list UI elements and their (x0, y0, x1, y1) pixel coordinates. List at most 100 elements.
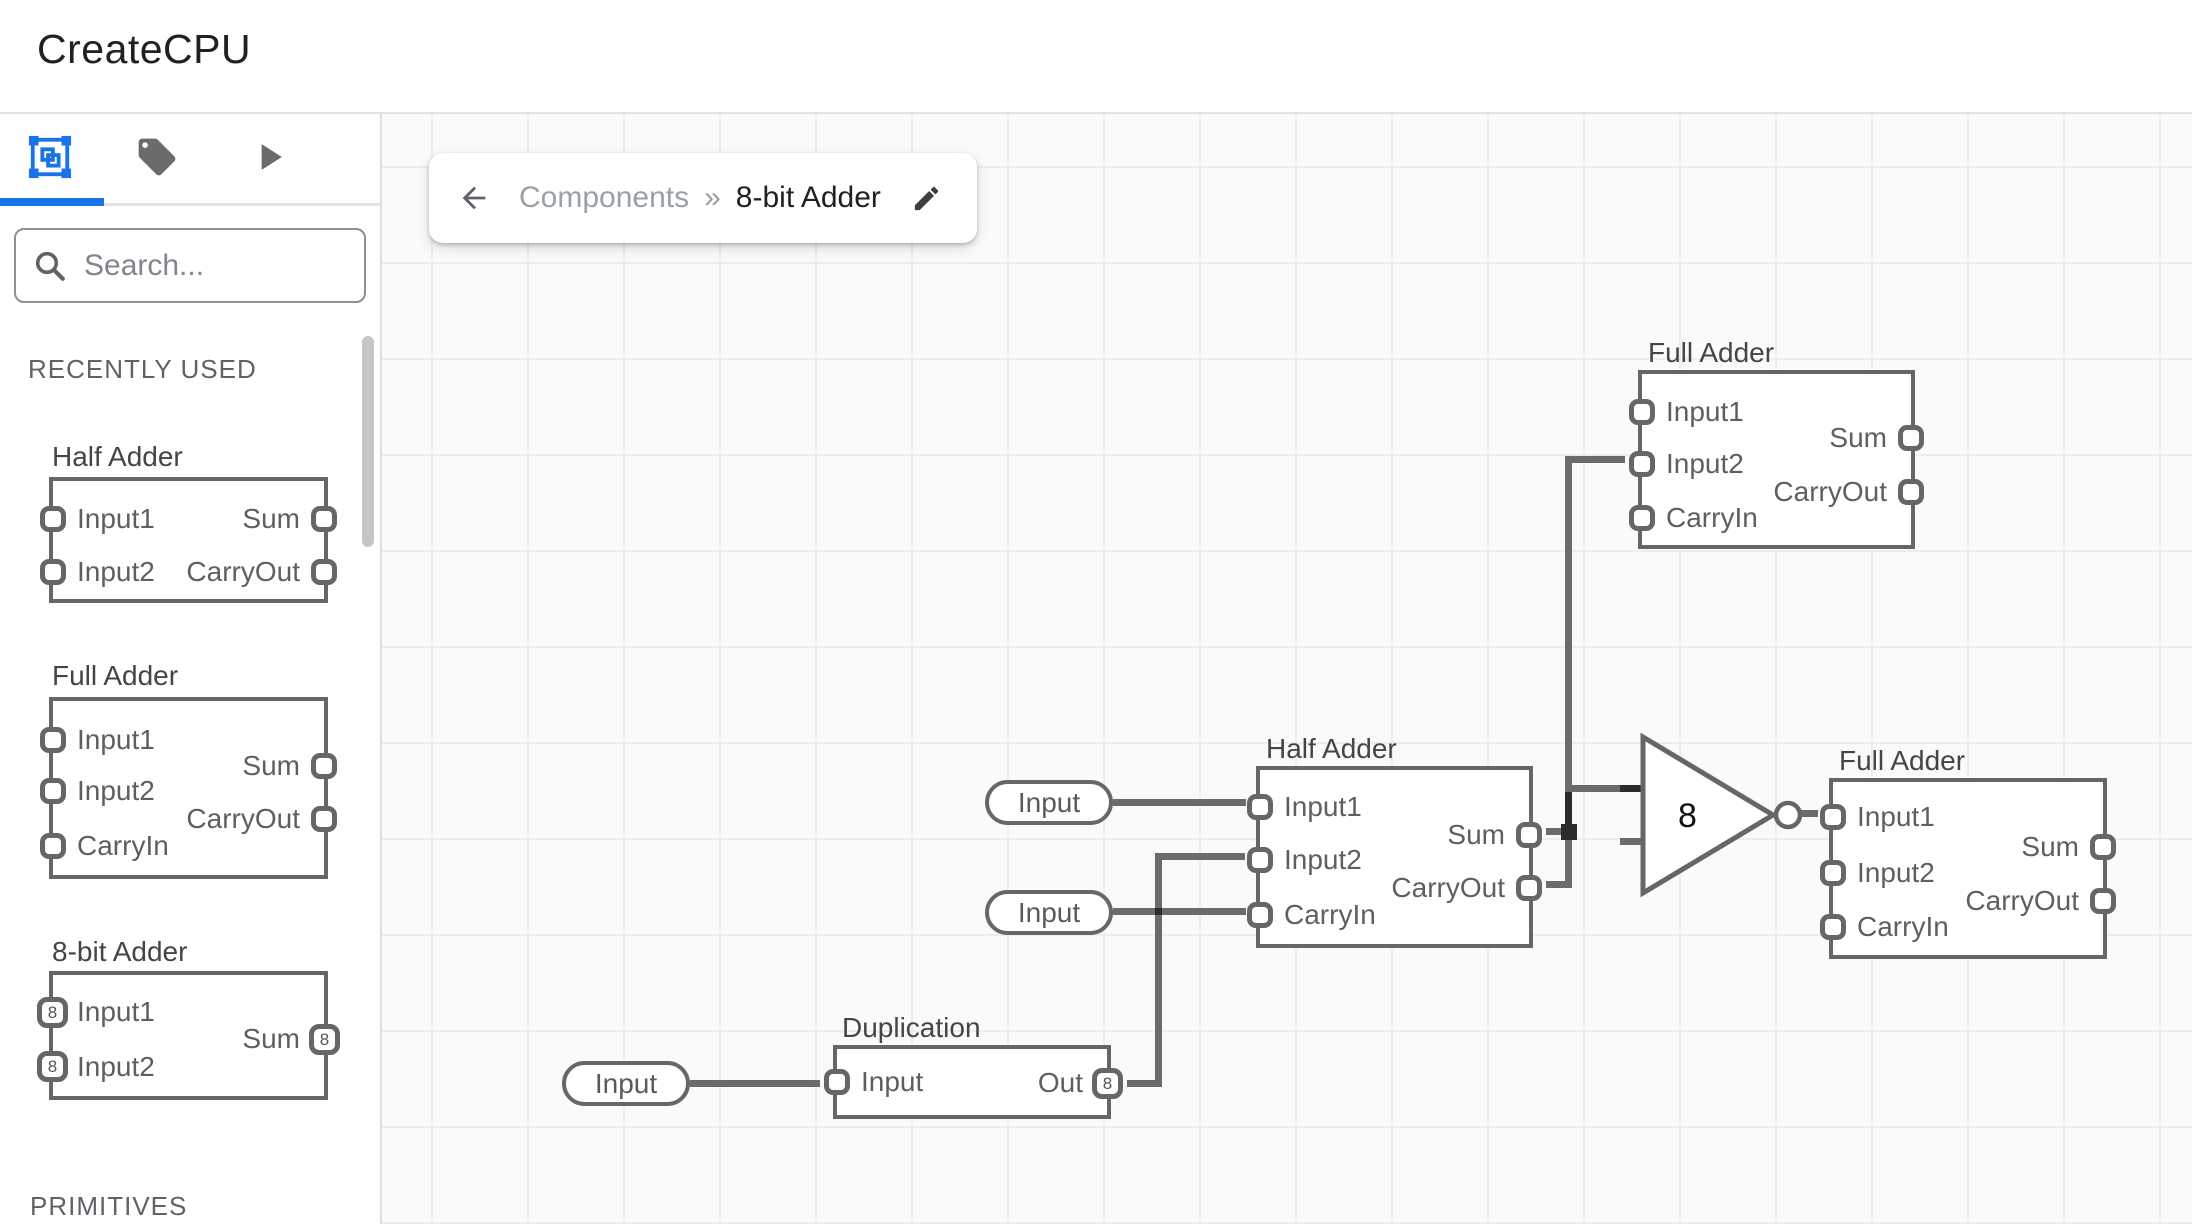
port-carryin[interactable] (1629, 505, 1655, 531)
port-label: Out (1037, 1067, 1083, 1098)
port-label: Input1 (77, 503, 155, 534)
preview-full-adder[interactable]: Input1 Input2 CarryIn Sum CarryOut (40, 697, 337, 879)
port-input[interactable] (824, 1069, 850, 1095)
wire-ha-carryout-stub[interactable] (1546, 881, 1572, 888)
input-node[interactable]: Input (985, 890, 1113, 935)
port-label: Input1 (1857, 801, 1935, 832)
port-input2[interactable] (40, 778, 66, 804)
wire-ha-sum-stub[interactable] (1546, 828, 1572, 835)
port-carryout[interactable] (2090, 888, 2116, 914)
port-label: Sum (1829, 422, 1887, 453)
port-label: CarryOut (186, 803, 300, 834)
wire-dup-out-v[interactable] (1155, 856, 1162, 1087)
app-title: CreateCPU (37, 26, 252, 72)
port-sum-bus[interactable]: 8 (309, 1024, 340, 1055)
port-input2[interactable] (1629, 451, 1655, 477)
input-node-label: Input (1017, 786, 1081, 818)
component-search (14, 228, 366, 303)
section-recently-used: RECENTLY USED (28, 354, 257, 384)
search-input[interactable] (84, 234, 354, 297)
port-label: CarryOut (1965, 885, 2079, 916)
port-carryout[interactable] (1516, 875, 1542, 901)
back-button[interactable] (457, 181, 491, 215)
port-carryin[interactable] (1820, 914, 1846, 940)
port-input1-bus[interactable]: 8 (37, 997, 68, 1028)
port-input2[interactable] (40, 559, 66, 585)
wire-input-to-ha-carryin[interactable] (1113, 908, 1246, 915)
wire-gate-to-fa-right[interactable] (1798, 810, 1818, 817)
port-sum[interactable] (311, 753, 337, 779)
wire-gate-stub[interactable] (1620, 838, 1648, 845)
node-full-adder-right[interactable]: Full Adder Input1 Input2 CarryIn Sum Car… (1820, 745, 2116, 959)
preview-half-adder[interactable]: Input1 Input2 Sum CarryOut (40, 477, 337, 603)
wire-bus-vertical[interactable] (1565, 456, 1572, 888)
port-label: Input2 (77, 1051, 155, 1082)
wire-crossing (1155, 908, 1162, 915)
port-carryout[interactable] (311, 559, 337, 585)
port-label: Input2 (1666, 448, 1744, 479)
port-label: Sum (242, 750, 300, 781)
input-node[interactable]: Input (562, 1061, 690, 1106)
breadcrumb-current: 8-bit Adder (735, 181, 881, 214)
circuit-canvas[interactable] (382, 114, 2192, 1224)
port-label: CarryIn (1666, 502, 1758, 533)
port-input2-bus[interactable]: 8 (37, 1051, 68, 1082)
port-sum[interactable] (1516, 822, 1542, 848)
sidebar-scrollbar[interactable] (362, 336, 374, 547)
tab-components[interactable] (27, 134, 73, 185)
components-icon (27, 134, 73, 185)
component-sidebar: RECENTLY USED Half Adder Input1 Input2 S… (0, 114, 382, 1224)
port-input1[interactable] (1247, 794, 1273, 820)
port-input1[interactable] (40, 506, 66, 532)
edit-name-button[interactable] (911, 183, 942, 214)
breadcrumb-components-link[interactable]: Components (519, 181, 690, 214)
app-header: CreateCPU (0, 0, 2192, 114)
port-label: CarryOut (1391, 872, 1505, 903)
wire-input-to-dup[interactable] (690, 1080, 820, 1087)
breadcrumb: Components » 8-bit Adder (429, 153, 977, 243)
wire-dup-out-h[interactable] (1127, 1080, 1162, 1087)
port-label: CarryOut (1773, 476, 1887, 507)
bus-width-label: 8 (1678, 797, 1697, 835)
port-label: CarryIn (1284, 899, 1376, 930)
wire-to-ha-input2[interactable] (1155, 853, 1245, 860)
node-duplication[interactable]: Duplication 8 Input Out (824, 1012, 1123, 1119)
port-input1[interactable] (1629, 399, 1655, 425)
wire-input-to-ha-input1[interactable] (1113, 799, 1246, 806)
wire-to-gate-input[interactable] (1565, 785, 1648, 792)
port-sum[interactable] (311, 506, 337, 532)
node-half-adder[interactable]: Half Adder Input1 Input2 CarryIn Sum Car… (1247, 733, 1542, 948)
section-primitives: PRIMITIVES (30, 1191, 188, 1221)
tab-simulate[interactable] (246, 136, 292, 182)
port-label: Sum (2021, 831, 2079, 862)
node-full-adder-top[interactable]: Full Adder Input1 Input2 CarryIn Sum Car… (1629, 337, 1924, 549)
port-carryin[interactable] (1247, 902, 1273, 928)
input-node[interactable]: Input (985, 780, 1113, 825)
inverter-bubble (1773, 800, 1803, 830)
wire-junction (1561, 824, 1577, 840)
port-label: Input2 (1857, 857, 1935, 888)
sidebar-tabs (0, 114, 380, 206)
port-carryin[interactable] (40, 833, 66, 859)
port-label: Input2 (1284, 844, 1362, 875)
port-input2[interactable] (1820, 860, 1846, 886)
preview-8bit-adder[interactable]: 8 8 8 Input1 Input2 Sum (37, 971, 340, 1100)
wire-to-fa-top-input2[interactable] (1565, 456, 1625, 463)
node-title: Full Adder (1839, 745, 1966, 776)
port-label: Input1 (1666, 396, 1744, 427)
port-label: Sum (1447, 819, 1505, 850)
node-not-gate[interactable]: 8 (1638, 730, 1808, 900)
tab-tags[interactable] (134, 136, 180, 182)
port-out-bus[interactable]: 8 (1092, 1068, 1123, 1099)
port-input1[interactable] (40, 727, 66, 753)
port-input2[interactable] (1247, 847, 1273, 873)
port-label: Sum (242, 1023, 300, 1054)
breadcrumb-separator: » (704, 181, 721, 214)
preview-title-full-adder: Full Adder (52, 660, 179, 691)
port-carryout[interactable] (1898, 479, 1924, 505)
port-sum[interactable] (2090, 834, 2116, 860)
port-carryout[interactable] (311, 806, 337, 832)
port-input1[interactable] (1820, 804, 1846, 830)
port-sum[interactable] (1898, 425, 1924, 451)
